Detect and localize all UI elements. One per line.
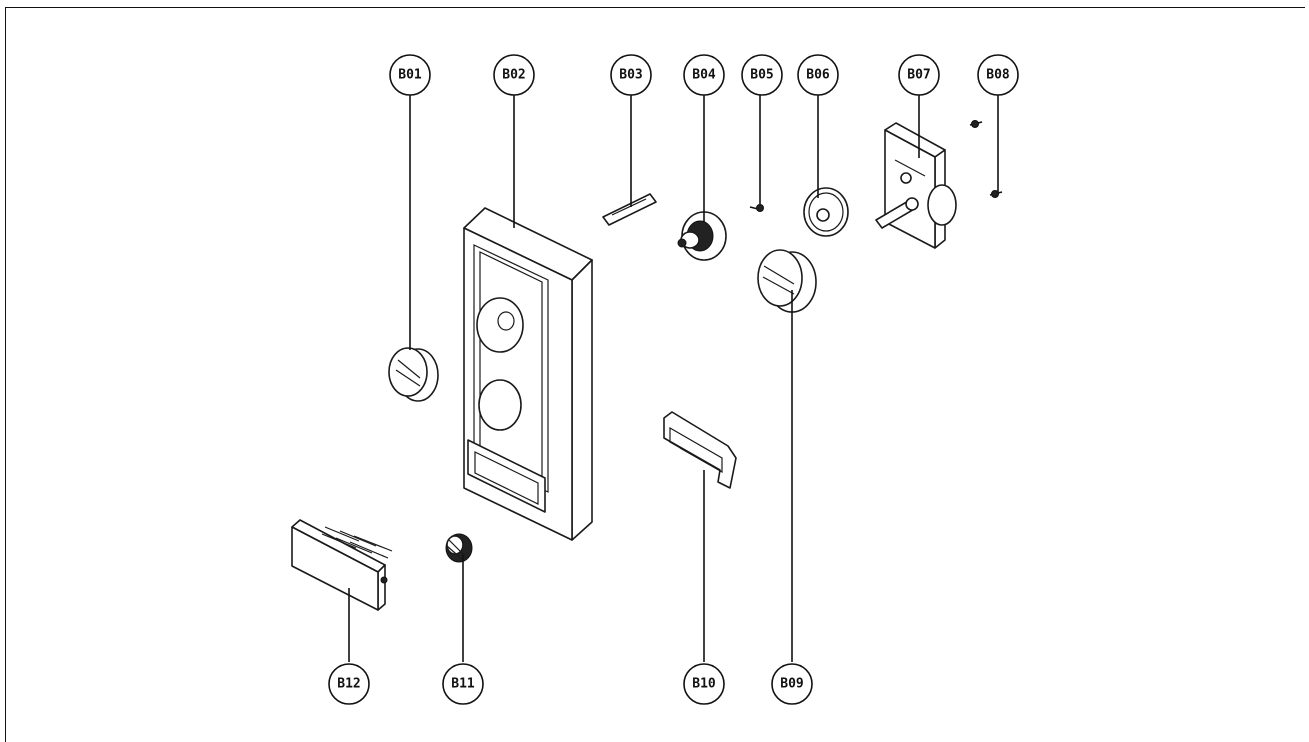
part-latch-lever <box>602 193 657 226</box>
part-spring <box>445 533 473 563</box>
drawing-frame <box>5 7 1305 742</box>
callout-b11-label: B11 <box>451 677 475 692</box>
callout-b10-label: B10 <box>692 677 716 692</box>
callout-b03-label: B03 <box>619 68 642 83</box>
part-gear <box>677 211 727 261</box>
callout-b02: B02 <box>493 54 535 96</box>
part-timer-module <box>875 122 957 249</box>
callout-b04-label: B04 <box>692 68 716 83</box>
part-screw-small <box>749 204 764 212</box>
callout-b09-label: B09 <box>780 677 803 692</box>
callout-b11: B11 <box>442 663 484 705</box>
part-knob-left <box>388 347 439 402</box>
callout-b07: B07 <box>898 54 940 96</box>
callout-b01-label: B01 <box>398 68 422 83</box>
callout-b02-label: B02 <box>502 68 525 83</box>
callout-b05: B05 <box>741 54 783 96</box>
part-control-panel <box>463 207 593 541</box>
part-door-hook <box>663 411 737 489</box>
callout-b04: B04 <box>683 54 725 96</box>
callout-b08: B08 <box>977 54 1019 96</box>
callout-b07-label: B07 <box>907 68 930 83</box>
callout-b05-label: B05 <box>750 68 773 83</box>
part-screws <box>969 120 1003 198</box>
callout-b12: B12 <box>328 663 370 705</box>
part-knob-large <box>757 249 817 313</box>
callout-b03: B03 <box>610 54 652 96</box>
callout-b08-label: B08 <box>986 68 1010 83</box>
callout-b01: B01 <box>389 54 431 96</box>
part-push-button <box>291 519 393 611</box>
leader-lines <box>348 95 999 662</box>
callout-b06: B06 <box>797 54 839 96</box>
part-washer <box>803 187 849 237</box>
callout-b10: B10 <box>683 663 725 705</box>
callout-b09: B09 <box>771 663 813 705</box>
callout-b12-label: B12 <box>337 677 360 692</box>
callout-b06-label: B06 <box>806 68 830 83</box>
